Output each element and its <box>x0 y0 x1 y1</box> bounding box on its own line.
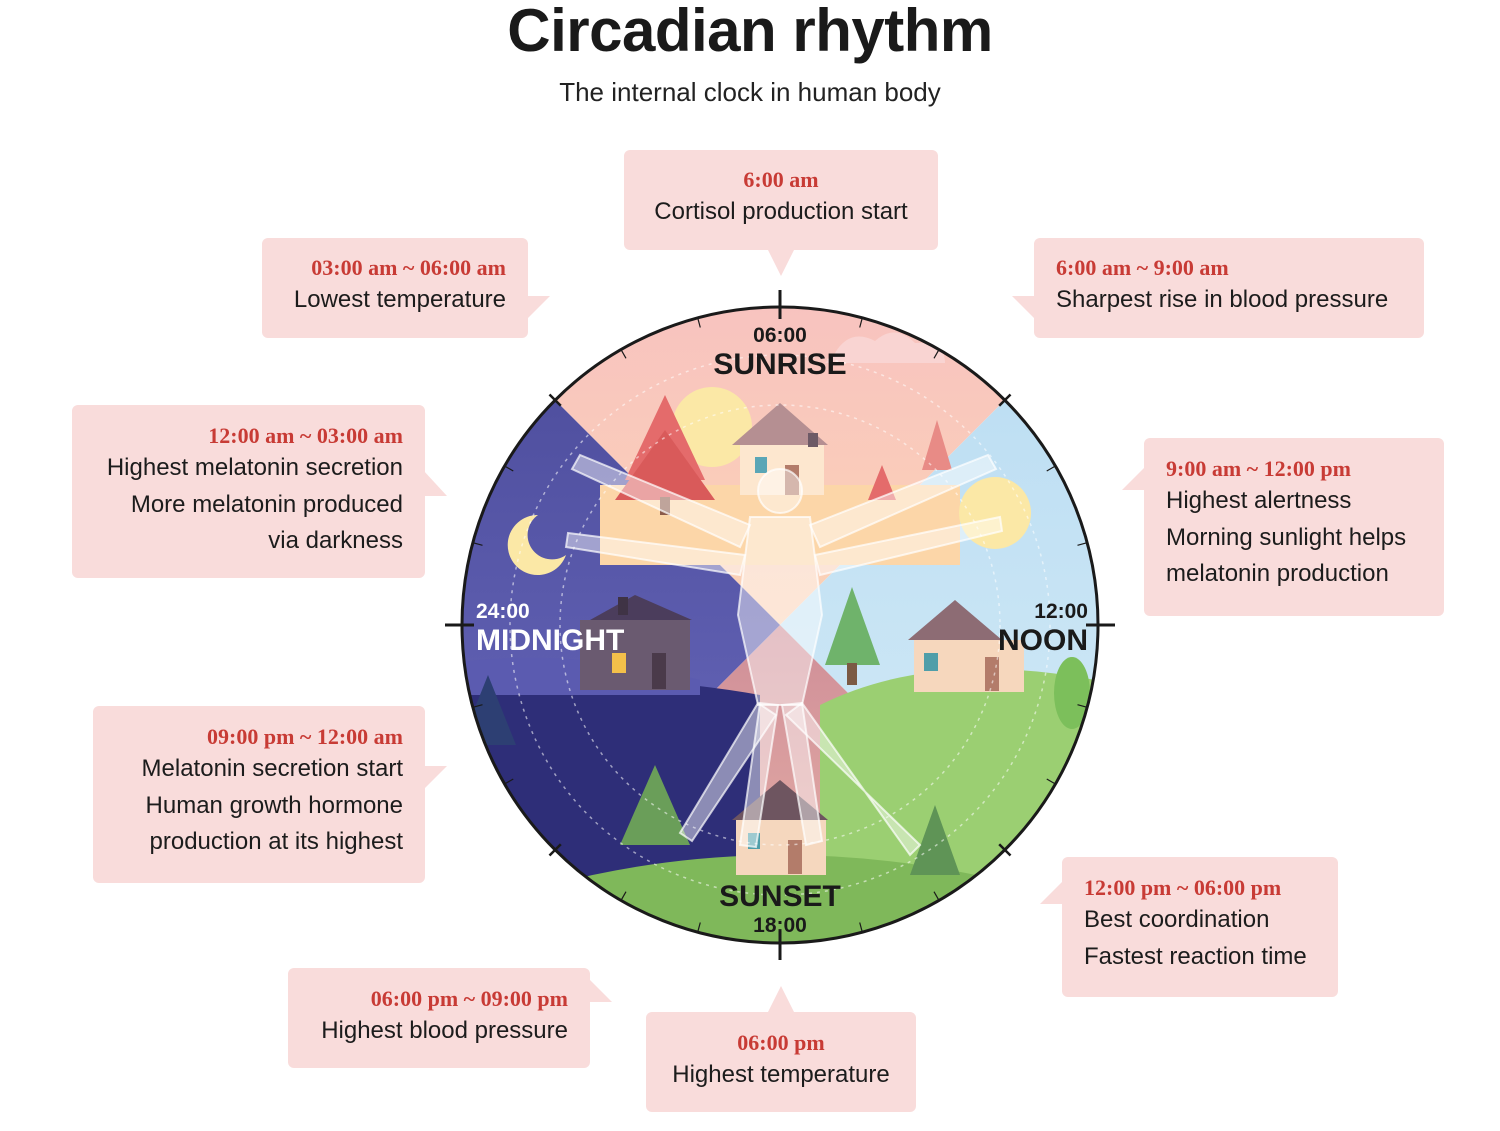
clock-tick <box>859 317 863 328</box>
card-time: 12:00 pm ~ 06:00 pm <box>1084 875 1282 900</box>
clock-tick <box>504 465 514 472</box>
midnight-name: MIDNIGHT <box>476 624 625 657</box>
card-line: Morning sunlight helps <box>1166 523 1407 551</box>
clock-tick <box>1046 778 1056 785</box>
tree-trunk <box>847 663 857 685</box>
sunrise-name: SUNRISE <box>713 348 847 381</box>
clock-tick <box>548 393 562 407</box>
circadian-clock <box>445 290 1115 960</box>
sunrise-time: 06:00 <box>753 324 807 347</box>
noon-house-icon <box>908 600 1024 692</box>
midnight-label: 24:00 MIDNIGHT <box>476 600 636 658</box>
clock-tick <box>697 922 701 933</box>
pine-tree-icon <box>868 465 896 500</box>
clock-inner-rings <box>509 354 1051 896</box>
card-pointer <box>1012 296 1036 320</box>
card-time: 06:00 pm <box>737 1030 825 1055</box>
card-0900pm-1200am: 09:00 pm ~ 12:00 am Melatonin secretion … <box>93 706 425 883</box>
card-line: Highest melatonin secretion <box>106 454 403 481</box>
card-0900am-1200pm: 9:00 am ~ 12:00 pm Highest alertness Mor… <box>1144 438 1444 616</box>
card-line: Human growth hormone <box>145 791 403 819</box>
tree-trunk <box>660 497 670 515</box>
sunrise-label: 06:00 SUNRISE <box>700 324 860 382</box>
sunset-house-icon <box>732 780 828 875</box>
clock-tick <box>697 317 701 328</box>
clock-tick <box>504 778 514 785</box>
card-line: production at its highest <box>149 828 404 855</box>
card-time: 9:00 am ~ 12:00 pm <box>1166 456 1351 481</box>
noon-sun-icon <box>959 477 1031 549</box>
card-time: 06:00 pm ~ 09:00 pm <box>370 986 568 1011</box>
pine-tree-icon <box>825 587 880 665</box>
card-line: via darkness <box>268 527 403 554</box>
card-pointer <box>526 296 550 320</box>
card-line: Fastest reaction time <box>1084 942 1307 970</box>
card-0600am: 6:00 am Cortisol production start <box>624 150 938 250</box>
card-time: 6:00 am ~ 9:00 am <box>1056 255 1229 280</box>
card-1200pm-0600pm: 12:00 pm ~ 06:00 pm Best coordination Fa… <box>1062 857 1338 997</box>
card-0600pm-0900pm: 06:00 pm ~ 09:00 pm Highest blood pressu… <box>288 968 590 1068</box>
noon-label: 12:00 NOON <box>996 600 1088 658</box>
clock-tick <box>998 393 1012 407</box>
card-0600-0900am: 6:00 am ~ 9:00 am Sharpest rise in blood… <box>1034 238 1424 338</box>
card-line: Highest temperature <box>672 1061 890 1088</box>
card-pointer <box>588 978 612 1002</box>
midnight-house-icon <box>580 595 692 690</box>
card-line: Cortisol production start <box>654 198 908 225</box>
card-pointer <box>1040 880 1064 904</box>
card-line: Best coordination <box>1084 906 1270 933</box>
clock-tick <box>933 891 940 901</box>
sunrise-sun-icon <box>672 387 752 467</box>
clock-tick <box>859 922 863 933</box>
pine-tree-icon <box>922 420 952 470</box>
card-1200-0300am: 12:00 am ~ 03:00 am Highest melatonin se… <box>72 405 425 578</box>
card-0600pm: 06:00 pm Highest temperature <box>646 1012 916 1112</box>
card-0300-0600am: 03:00 am ~ 06:00 am Lowest temperature <box>262 238 528 338</box>
clock-tick <box>933 349 940 359</box>
card-pointer <box>423 766 447 790</box>
card-time: 09:00 pm ~ 12:00 am <box>207 724 403 749</box>
card-line: Highest alertness <box>1166 487 1352 514</box>
card-pointer <box>768 250 794 276</box>
midnight-time: 24:00 <box>476 600 530 623</box>
human-figure-icon <box>564 453 1004 857</box>
noon-name: NOON <box>998 624 1088 657</box>
clock-tick <box>620 891 627 901</box>
clock-tick <box>1077 704 1088 708</box>
clock-tick <box>620 349 627 359</box>
card-line: Lowest temperature <box>293 286 506 313</box>
sunset-name: SUNSET <box>719 880 841 913</box>
sunrise-house-icon <box>732 403 828 495</box>
card-line: melatonin production <box>1166 560 1389 587</box>
card-line: Melatonin secretion start <box>141 755 403 782</box>
clock-ticks <box>445 290 1115 960</box>
moon-icon <box>507 514 566 575</box>
card-pointer <box>768 986 794 1012</box>
sunrise-cloud-icon <box>825 332 945 363</box>
clock-tick <box>1077 542 1088 546</box>
card-line: More melatonin produced <box>130 490 403 518</box>
pine-tree-icon <box>910 805 960 875</box>
noon-time: 12:00 <box>1034 600 1088 623</box>
page-subtitle: The internal clock in human body <box>559 77 941 107</box>
card-time: 12:00 am ~ 03:00 am <box>208 423 403 448</box>
card-pointer <box>1122 466 1146 490</box>
clock-tick <box>472 542 483 546</box>
sunset-time: 18:00 <box>753 914 807 937</box>
card-time: 03:00 am ~ 06:00 am <box>311 255 506 280</box>
sunset-label: SUNSET 18:00 <box>700 880 860 938</box>
card-line: Highest blood pressure <box>321 1017 568 1044</box>
card-time: 6:00 am <box>743 167 819 192</box>
clock-tick <box>1046 465 1056 472</box>
pine-tree-icon <box>620 765 690 845</box>
card-pointer <box>423 470 447 496</box>
card-line: Sharpest rise in blood pressure <box>1056 286 1389 313</box>
tree-icon <box>1054 657 1090 729</box>
clock-tick <box>998 843 1012 857</box>
clock-tick <box>548 843 562 857</box>
clock-tick <box>472 704 483 708</box>
pine-tree-icon <box>615 430 715 500</box>
page-title: Circadian rhythm <box>507 0 993 64</box>
